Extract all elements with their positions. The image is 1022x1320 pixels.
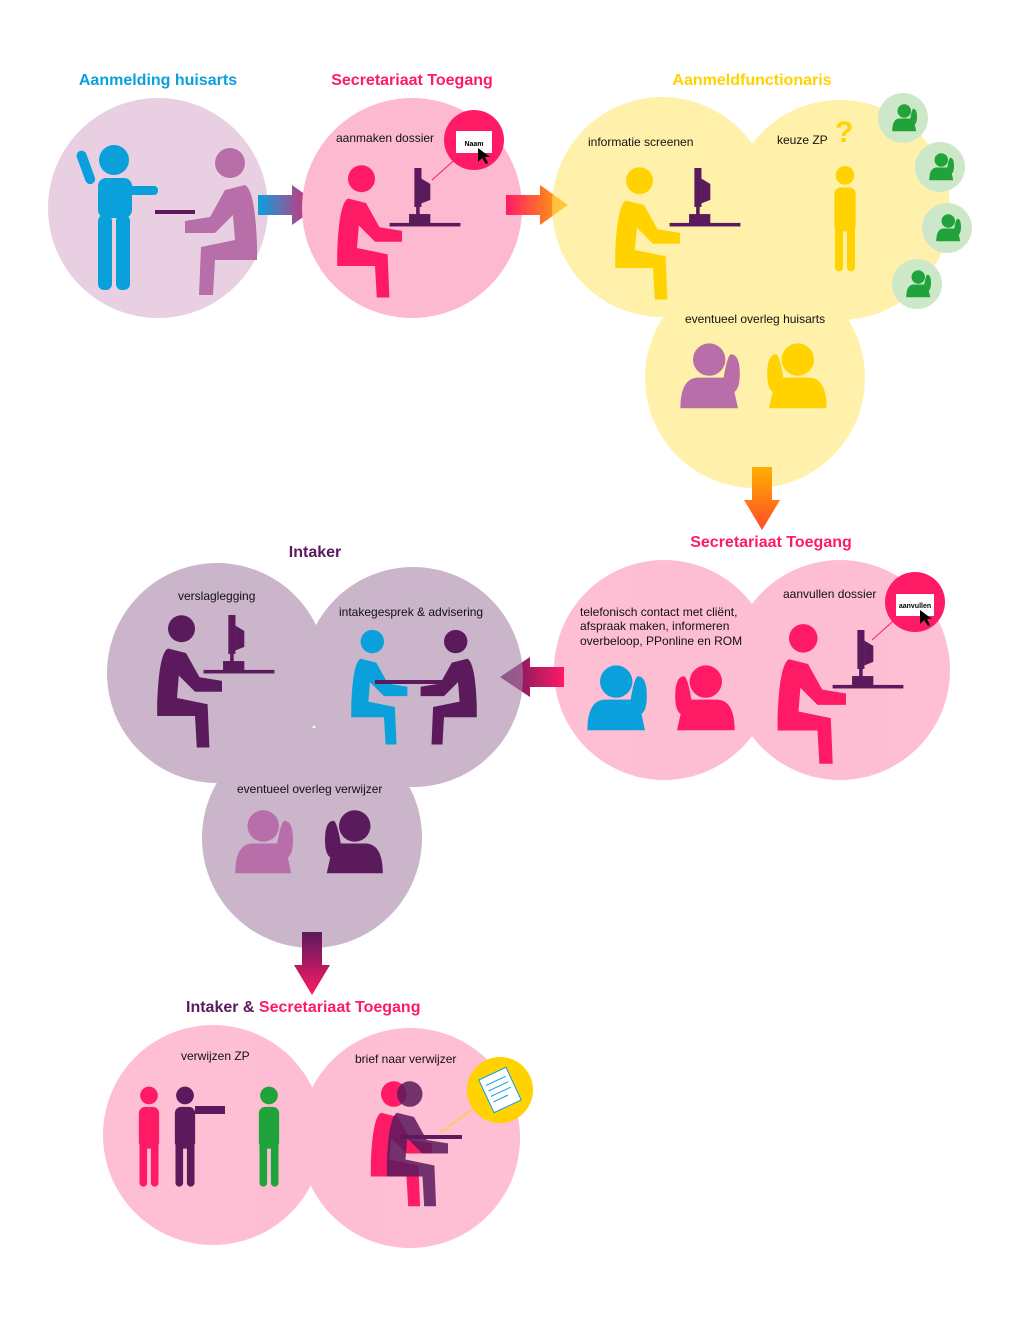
zoom-line [439, 1104, 479, 1134]
label-brief-verwijzer: brief naar verwijzer [355, 1052, 456, 1066]
aanmeldfunctionaris-circles [552, 97, 950, 488]
label-intakegesprek: intakegesprek & advisering [339, 605, 483, 619]
letter-icon [478, 1066, 522, 1114]
contact-line-1: telefonisch contact met cliënt, [580, 605, 737, 619]
title-amp: & [238, 999, 258, 1016]
screen-text-aanvullen: aanvullen [899, 603, 931, 610]
title-intaker-part: Intaker [186, 999, 238, 1016]
section-title-aanmeldfunctionaris: Aanmeldfunctionaris [672, 72, 831, 89]
arrow-down-1 [744, 467, 780, 530]
desk [400, 1135, 462, 1139]
screen-text-naam: Naam [464, 141, 483, 148]
cursor-icon [478, 148, 490, 164]
contact-line-2: afspraak maken, informeren [580, 619, 729, 633]
screen-window [456, 131, 492, 153]
section-title-final: Intaker & Secretariaat Toegang [186, 999, 420, 1016]
section-title-secretariaat-1: Secretariaat Toegang [331, 72, 493, 89]
patient-figure [76, 145, 158, 290]
section-title-secretariaat-2: Secretariaat Toegang [690, 534, 852, 551]
desk [155, 210, 195, 214]
section-title-aanmelding: Aanmelding huisarts [79, 72, 237, 89]
title-secretariaat-part: Secretariaat Toegang [259, 999, 421, 1016]
label-aanvullen-dossier: aanvullen dossier [783, 587, 876, 601]
intaker-circles [107, 563, 523, 948]
screen-window [896, 594, 934, 616]
contact-line-3: overbeloop, PPonline en ROM [580, 634, 742, 648]
section-title-intaker: Intaker [289, 544, 341, 561]
zp-options [878, 93, 972, 309]
pointing-arm [195, 1106, 225, 1114]
label-keuze-zp: keuze ZP [777, 133, 828, 147]
label-overleg-verwijzer: eventueel overleg verwijzer [237, 782, 382, 796]
question-mark-icon: ? [835, 116, 853, 149]
label-aanmaken-dossier: aanmaken dossier [336, 131, 434, 145]
table [375, 680, 445, 684]
label-overleg-huisarts: eventueel overleg huisarts [685, 312, 825, 326]
arrow-down-2 [294, 932, 330, 995]
label-verwijzen-zp: verwijzen ZP [181, 1049, 250, 1063]
cursor-icon [920, 610, 932, 626]
label-verslaglegging: verslaglegging [178, 589, 255, 603]
label-informatie-screenen: informatie screenen [588, 135, 693, 149]
